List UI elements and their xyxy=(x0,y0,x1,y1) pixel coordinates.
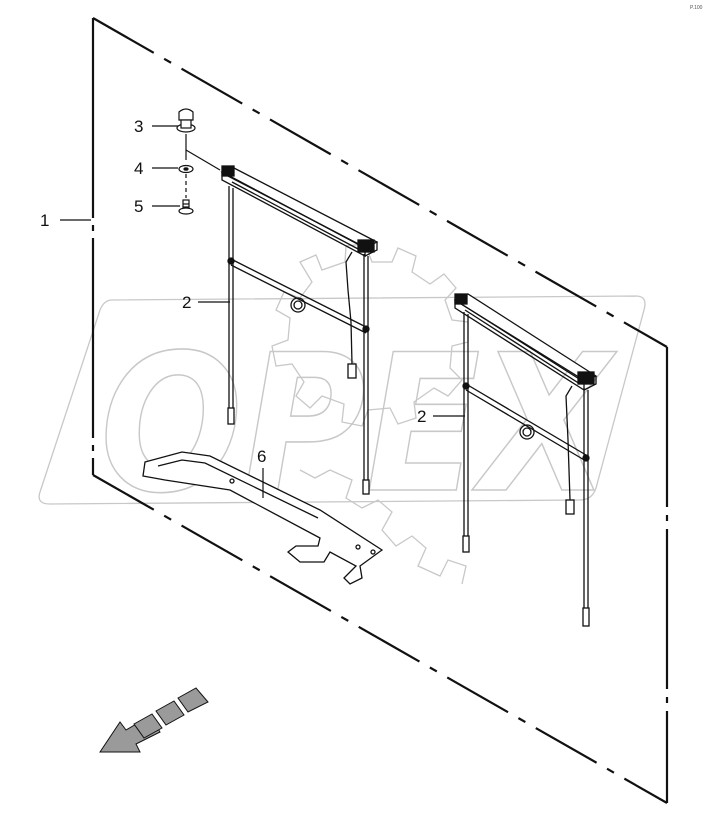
arrow-square-2 xyxy=(155,700,185,726)
leader-lines xyxy=(60,125,465,498)
corner-note: P.100 xyxy=(690,5,703,11)
callout-6: 6 xyxy=(257,447,266,466)
callout-4: 4 xyxy=(134,159,143,178)
watermark-gear xyxy=(271,243,469,427)
assembly-boundary xyxy=(91,17,669,804)
watermark-bar xyxy=(38,295,646,505)
callout-5: 5 xyxy=(134,197,143,216)
callout-1: 1 xyxy=(40,211,49,230)
watermark-text: OPEX xyxy=(100,314,618,535)
opex-watermark-logo: OPEX xyxy=(38,243,646,585)
watermark-gear-lower xyxy=(299,469,467,585)
base-plate-part-6 xyxy=(142,451,384,585)
nut-part-3 xyxy=(178,108,194,121)
callout-labels: 1 2 2 3 4 5 6 xyxy=(40,117,426,466)
fastener-stack xyxy=(176,108,196,215)
direction-arrow xyxy=(99,687,209,753)
callout-2-right: 2 xyxy=(417,407,426,426)
callout-2-left: 2 xyxy=(182,293,191,312)
arrow-square-3 xyxy=(177,687,209,713)
leader-to-rail xyxy=(185,149,221,171)
hanger-assembly-right xyxy=(453,293,598,627)
hanger-assembly-left xyxy=(220,165,379,495)
arrow-square-1 xyxy=(133,713,163,739)
callout-3: 3 xyxy=(134,117,143,136)
